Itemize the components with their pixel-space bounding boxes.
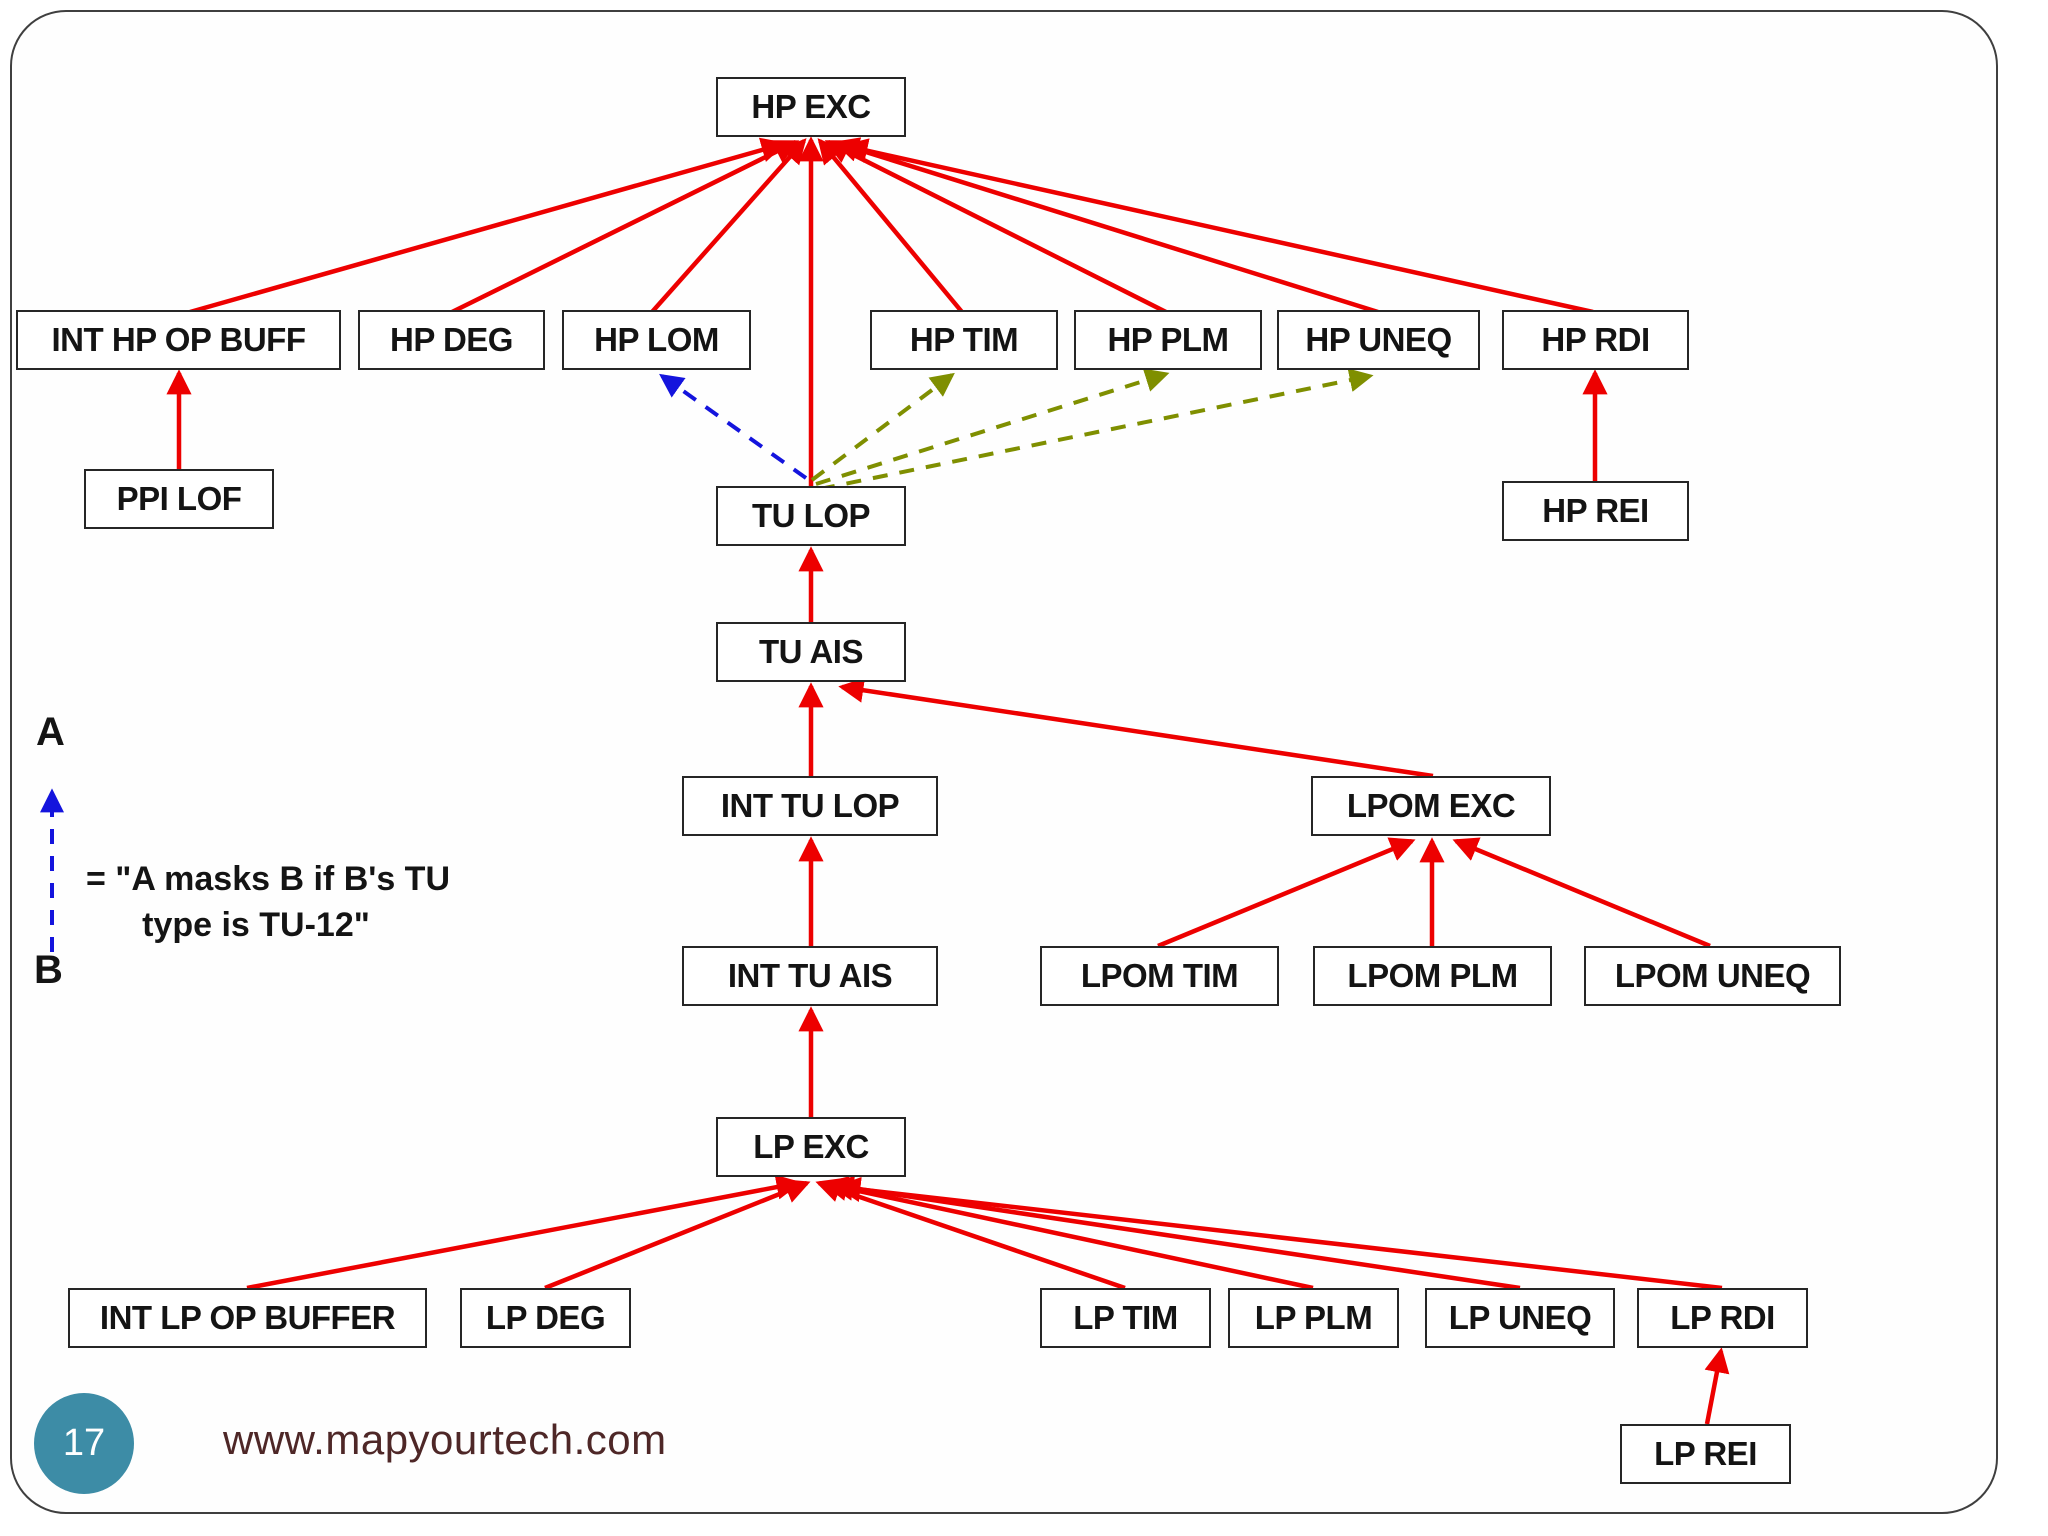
node-lpom-uneq: LPOM UNEQ (1584, 946, 1841, 1006)
node-lp-rdi: LP RDI (1637, 1288, 1808, 1348)
page-number: 17 (62, 1422, 106, 1464)
node-lp-exc: LP EXC (716, 1117, 906, 1177)
node-lp-deg: LP DEG (460, 1288, 631, 1348)
node-hp-rei: HP REI (1502, 481, 1689, 541)
legend-meaning-line2: type is TU-12" (142, 906, 370, 944)
node-tu-ais: TU AIS (716, 622, 906, 682)
node-int-lp-op-buffer: INT LP OP BUFFER (68, 1288, 427, 1348)
page-number-badge: 17 (34, 1393, 134, 1494)
node-hp-tim: HP TIM (870, 310, 1058, 370)
website-text: www.mapyourtech.com (223, 1416, 667, 1463)
node-ppi-lof: PPI LOF (84, 469, 274, 529)
legend-meaning-text: = "A masks B if B's TU type is TU-12" (86, 856, 451, 948)
legend-meaning-line1: = "A masks B if B's TU (86, 860, 451, 898)
node-hp-uneq: HP UNEQ (1277, 310, 1480, 370)
node-hp-lom: HP LOM (562, 310, 751, 370)
node-lp-uneq: LP UNEQ (1425, 1288, 1615, 1348)
node-lpom-plm: LPOM PLM (1313, 946, 1552, 1006)
node-hp-exc: HP EXC (716, 77, 906, 137)
node-lpom-tim: LPOM TIM (1040, 946, 1279, 1006)
node-hp-rdi: HP RDI (1502, 310, 1689, 370)
node-hp-deg: HP DEG (358, 310, 545, 370)
node-int-tu-lop: INT TU LOP (682, 776, 938, 836)
legend-b-label: B (34, 948, 63, 992)
node-tu-lop: TU LOP (716, 486, 906, 546)
node-hp-plm: HP PLM (1074, 310, 1262, 370)
node-lp-plm: LP PLM (1228, 1288, 1399, 1348)
legend-a-label: A (36, 710, 65, 754)
node-lp-rei: LP REI (1620, 1424, 1791, 1484)
node-int-tu-ais: INT TU AIS (682, 946, 938, 1006)
node-lp-tim: LP TIM (1040, 1288, 1211, 1348)
node-lpom-exc: LPOM EXC (1311, 776, 1551, 836)
node-int-hp-op-buff: INT HP OP BUFF (16, 310, 341, 370)
